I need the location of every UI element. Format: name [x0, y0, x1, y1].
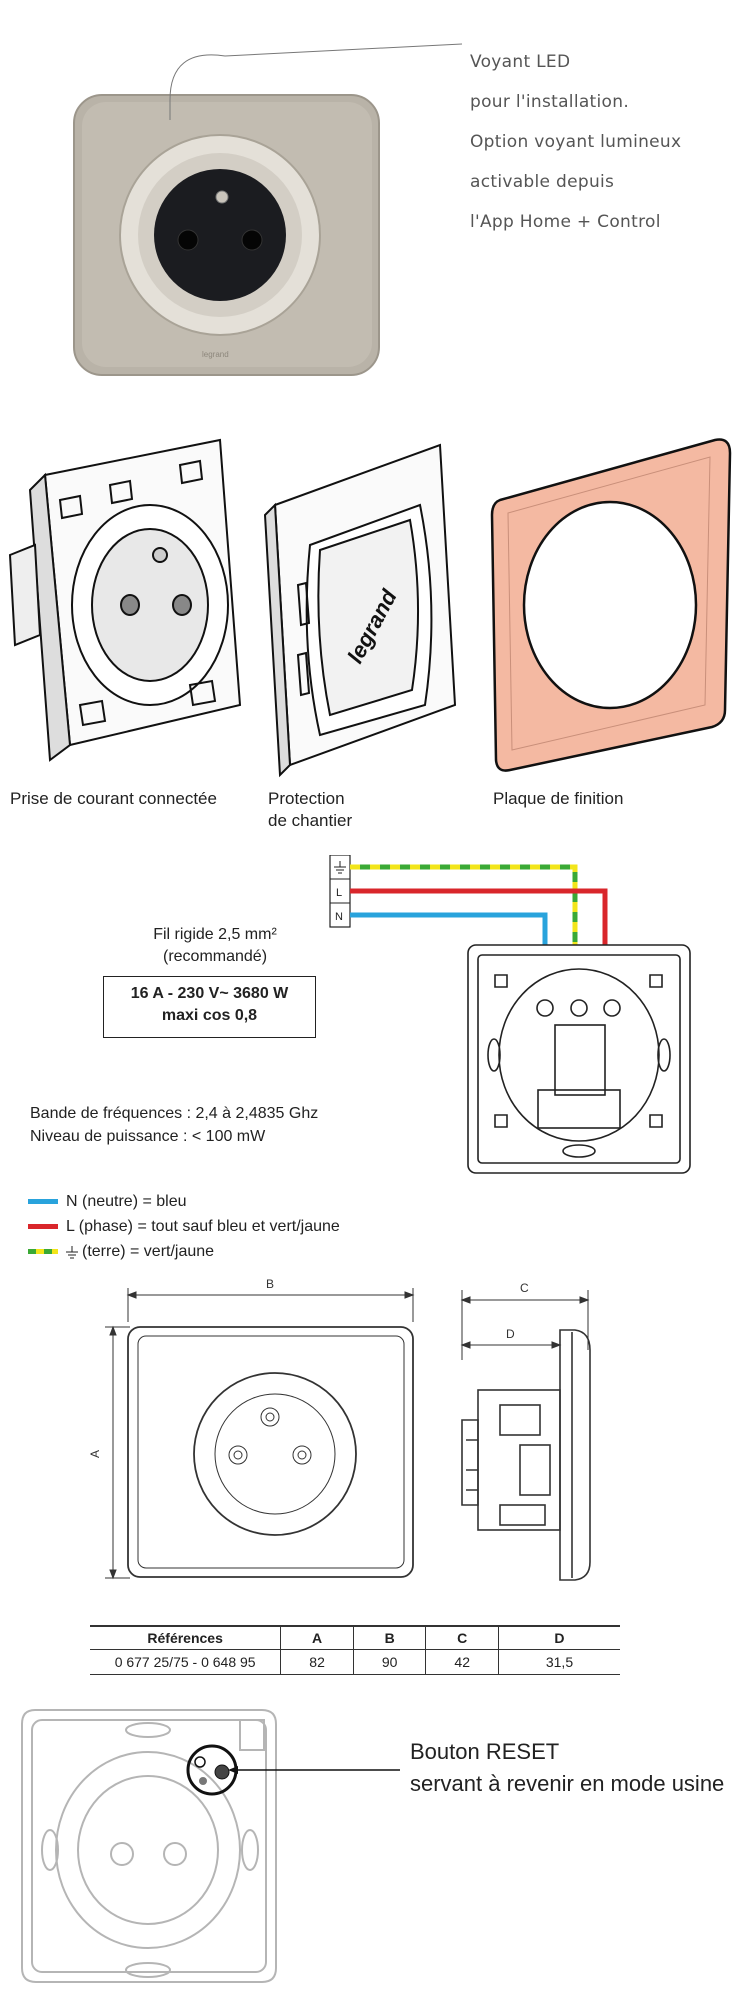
table-header: D [497, 1625, 620, 1650]
rating-box: 16 A - 230 V~ 3680 W maxi cos 0,8 [103, 976, 316, 1038]
components-illustration: legrand [8, 438, 732, 778]
table-cell: 31,5 [497, 1649, 620, 1675]
fil-rigide: Fil rigide 2,5 mm² (recommandé) [130, 924, 300, 968]
legend-text: L (phase) = tout sauf bleu et vert/jaune [66, 1218, 340, 1235]
reset-drawing [21, 1709, 400, 1983]
table-header: Références [90, 1625, 281, 1650]
component-label: Prise de courant connectée [10, 789, 217, 808]
reset-line: Bouton RESET [410, 1739, 560, 1764]
table-cell: 90 [352, 1649, 426, 1675]
references-table: Références A B C D 0 677 25/75 - 0 648 9… [90, 1625, 620, 1675]
wire-legend: N (neutre) = bleu L (phase) = tout sauf … [28, 1189, 340, 1264]
dim-label-c: C [520, 1281, 529, 1295]
mechanism-front [21, 1709, 277, 1983]
dim-label-d: D [506, 1327, 515, 1341]
table-header: A [280, 1625, 354, 1650]
legend-earth: (terre) = vert/jaune [28, 1239, 340, 1264]
table-cell: 42 [425, 1649, 499, 1675]
table-header-row: Références A B C D [90, 1625, 620, 1650]
rating-line: 16 A - 230 V~ 3680 W [130, 985, 289, 1002]
dimension-drawing: B A C D [88, 1277, 591, 1581]
side-view [461, 1329, 591, 1581]
legend-phase: L (phase) = tout sauf bleu et vert/jaune [28, 1214, 340, 1239]
table-header: B [352, 1625, 426, 1650]
product-photo: legrand [73, 43, 463, 376]
frequency-line: Bande de fréquences : 2,4 à 2,4835 Ghz [30, 1105, 319, 1122]
dim-label-b: B [266, 1277, 274, 1291]
socket-well [154, 169, 286, 301]
led-callout-line: pour l'installation. [470, 92, 630, 112]
earth-icon [66, 1245, 78, 1258]
green-yellow-swatch [28, 1249, 58, 1254]
dim-label-a: A [88, 1450, 102, 1458]
legend-text: N (neutre) = bleu [66, 1193, 187, 1210]
led-callout-line: Option voyant lumineux [470, 132, 682, 152]
table-row: 0 677 25/75 - 0 648 95 82 90 42 31,5 [90, 1649, 620, 1675]
reset-line: servant à revenir en mode usine [410, 1771, 725, 1796]
table-cell: 82 [280, 1649, 354, 1675]
frequency-line: Niveau de puissance : < 100 mW [30, 1128, 266, 1145]
legend-text: (terre) = vert/jaune [82, 1243, 215, 1260]
red-swatch [28, 1224, 58, 1229]
blue-swatch [28, 1199, 58, 1204]
protection-drawing: legrand [263, 443, 457, 778]
component-label: Protection de chantier [268, 789, 353, 830]
mechanism-drawing [8, 438, 242, 762]
component-label: Plaque de finition [493, 789, 624, 808]
legend-neutral: N (neutre) = bleu [28, 1189, 340, 1214]
brand-mark: legrand [202, 350, 229, 359]
terminal-label: L [336, 887, 342, 899]
rating-line: maxi cos 0,8 [161, 1007, 258, 1024]
reset-callout: Bouton RESET servant à revenir en mode u… [410, 1736, 724, 1800]
terminal-label: N [335, 911, 343, 923]
table-cell: 0 677 25/75 - 0 648 95 [90, 1649, 281, 1675]
wiring-diagram: L N [329, 855, 691, 1174]
mechanism-back [467, 944, 691, 1174]
fil-rigide-line: (recommandé) [162, 948, 268, 965]
table-header: C [425, 1625, 499, 1650]
front-plate [127, 1326, 414, 1578]
led-callout-line: Voyant LED [470, 52, 571, 72]
finishing-plate-drawing [490, 438, 732, 772]
led-callout-line: l'App Home + Control [470, 212, 661, 232]
frequency-info: Bande de fréquences : 2,4 à 2,4835 Ghz N… [30, 1102, 318, 1148]
earth-symbol [334, 861, 346, 874]
led-callout-line: activable depuis [470, 172, 615, 192]
led-callout: Voyant LED pour l'installation. Option v… [470, 32, 681, 252]
fil-rigide-line: Fil rigide 2,5 mm² [153, 926, 277, 943]
